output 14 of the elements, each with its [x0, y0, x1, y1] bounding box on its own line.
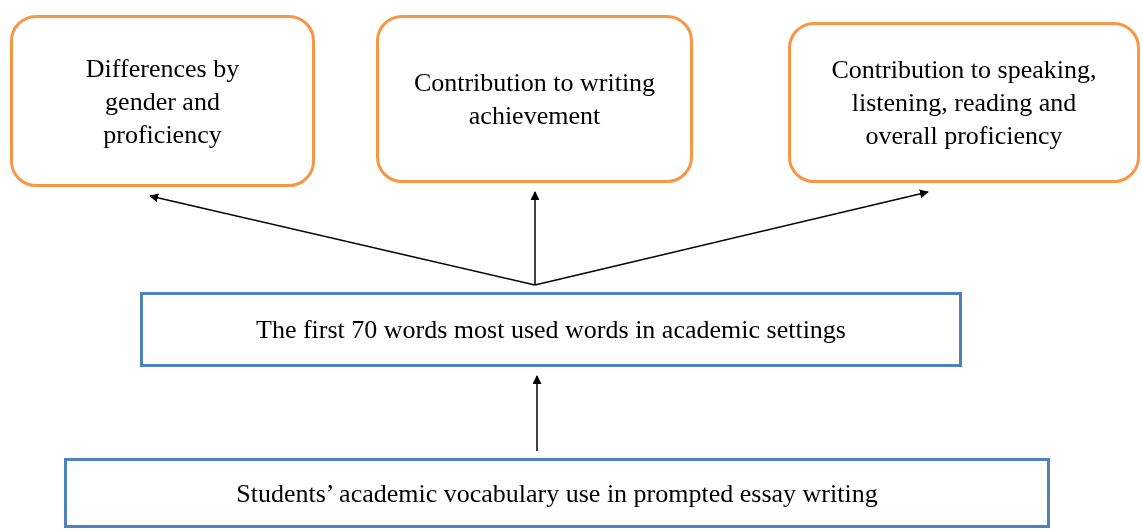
arrow [149, 193, 536, 286]
box-text: Contribution to speaking, listening, reading and overall proficiency [830, 54, 1098, 152]
outcome-box [788, 22, 1140, 183]
process-box [140, 292, 962, 367]
outcome-box [10, 15, 315, 187]
arrow [530, 191, 540, 286]
box-text: The first 70 words most used words in academic settings [255, 314, 847, 346]
outcome-box [376, 15, 693, 183]
box-text: Students’ academic vocabulary use in prompted essay writing [235, 477, 879, 510]
box-text: Contribution to writing achievement [412, 67, 657, 132]
arrow [532, 375, 542, 452]
process-box [64, 458, 1050, 528]
arrow [534, 189, 929, 286]
box-text: Differences by gender and proficiency [84, 52, 241, 151]
